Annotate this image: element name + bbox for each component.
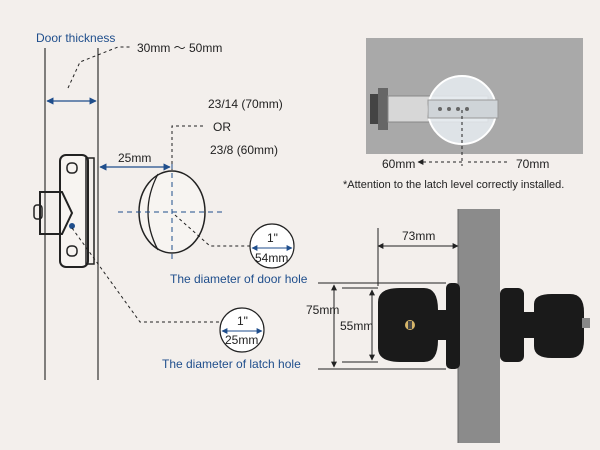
latch-70-label: 70mm xyxy=(516,157,549,171)
latch-hole-point xyxy=(69,223,75,229)
latch-photo xyxy=(366,38,583,154)
door-thickness-range: 30mm ～ 50mm xyxy=(137,41,222,55)
knob-door-panel xyxy=(457,209,500,443)
door-hole-drawing xyxy=(118,164,250,262)
knob-projection-label: 73mm xyxy=(402,229,435,243)
latch-hole-callout xyxy=(219,307,265,353)
latch-hole-caption: The diameter of latch hole xyxy=(162,357,301,371)
door-thickness-label: Door thickness xyxy=(36,31,115,45)
door-hole-inch: 1" xyxy=(267,231,278,245)
knob-height-label: 55mm xyxy=(340,319,373,333)
edge-distance-label: 25mm xyxy=(118,151,151,165)
latch-hole-leader xyxy=(71,227,220,323)
latch-60-label: 60mm xyxy=(382,157,415,171)
door-hole-callout xyxy=(249,223,295,269)
latch-attention-note: *Attention to the latch level correctly … xyxy=(343,179,564,191)
backset-or: OR xyxy=(213,120,231,134)
door-hole-mm: 54mm xyxy=(255,251,288,265)
latch-hole-inch: 1" xyxy=(237,314,248,328)
door-side-view xyxy=(33,48,99,380)
knob-hardware xyxy=(378,283,590,369)
backset-option-60: 23/8 (60mm) xyxy=(210,143,278,157)
backset-leader xyxy=(171,125,206,212)
door-thickness-leader xyxy=(67,46,132,89)
rose-height-label: 75mm xyxy=(306,303,339,317)
latch-hole-mm: 25mm xyxy=(225,333,258,347)
backset-option-70: 23/14 (70mm) xyxy=(208,97,283,111)
door-hole-caption: The diameter of door hole xyxy=(170,272,308,286)
